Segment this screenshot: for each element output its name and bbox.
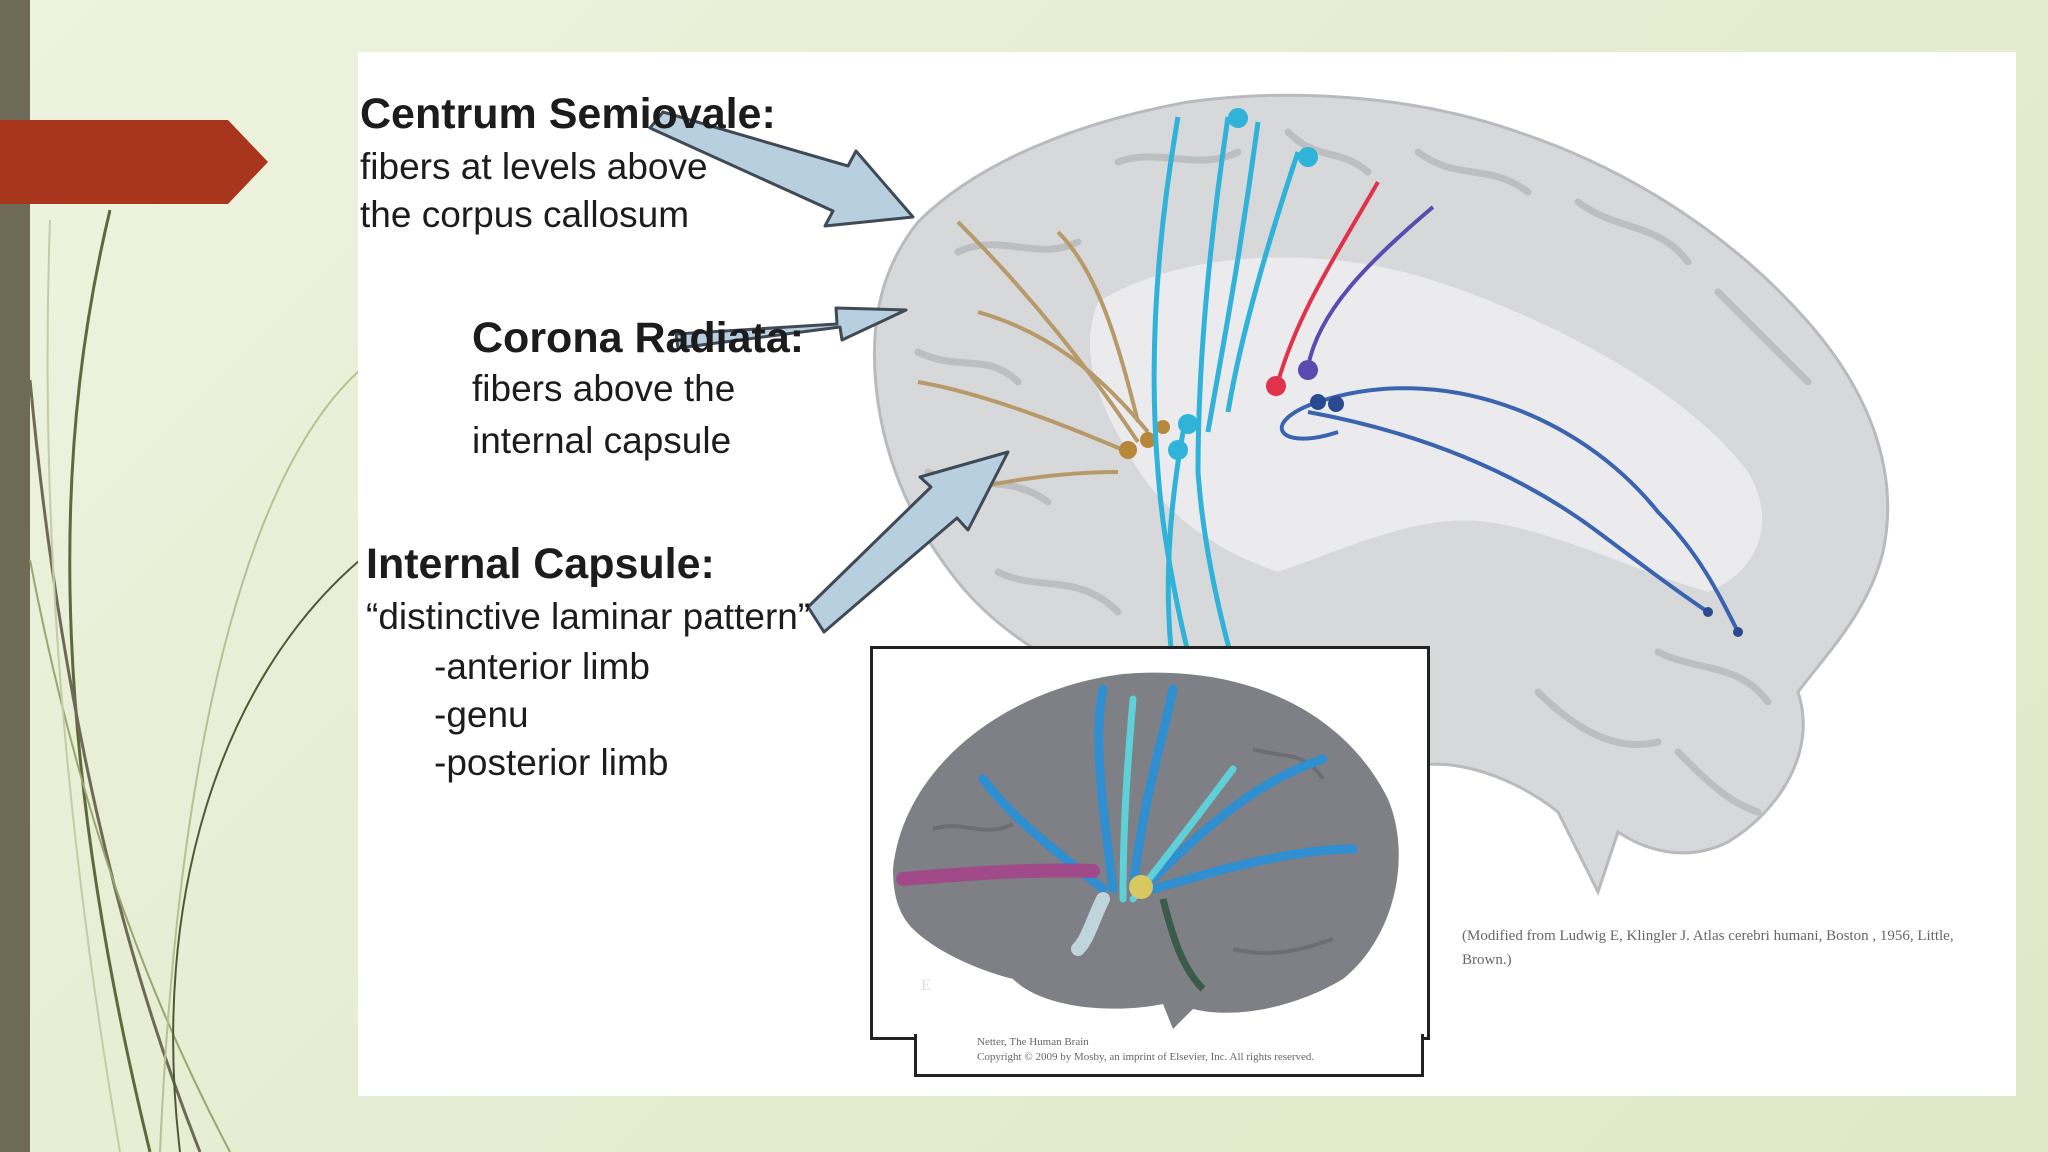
inset-panel-letter: E (921, 977, 931, 994)
source-citation: (Modified from Ludwig E, Klingler J. Atl… (1462, 928, 1954, 968)
centrum-line-2: the corpus callosum (360, 194, 690, 235)
temporal-fiber-nodes (1310, 394, 1743, 637)
purple-fiber (1306, 205, 1435, 368)
internal-capsule-arrow (806, 450, 1010, 634)
white-matter-core (1089, 257, 1763, 592)
corona-arrow (674, 306, 908, 350)
projection-fiber-nodes (1168, 108, 1318, 460)
centrum-line-1: fibers at levels above (360, 146, 708, 187)
white-matter-figure: Centrum Semiovale: fibers at levels abov… (358, 52, 2016, 1096)
tractography-inset: E (870, 646, 1430, 1040)
temporal-fibers (1279, 386, 1740, 633)
centrum-title: Centrum Semiovale: (360, 90, 776, 138)
corona-title: Corona Radiata: (472, 314, 805, 362)
inset-caption-box: Netter, The Human Brain Copyright © 2009… (914, 1034, 1424, 1077)
tractography-image (893, 672, 1399, 1029)
corona-line-2: internal capsule (472, 420, 732, 461)
corona-line-1: fibers above the (472, 368, 736, 409)
inset-caption-line-1: Netter, The Human Brain (977, 1036, 1089, 1048)
internal-capsule-line-3: -genu (434, 694, 529, 735)
internal-capsule-line-4: -posterior limb (434, 742, 669, 783)
title-marker-arrow (0, 120, 268, 204)
inset-caption-line-2: Copyright © 2009 by Mosby, an imprint of… (977, 1051, 1315, 1063)
internal-capsule-line-1: “distinctive laminar pattern” (366, 596, 811, 637)
internal-capsule-line-2: -anterior limb (434, 646, 650, 687)
internal-capsule-title: Internal Capsule: (366, 540, 715, 588)
centrum-arrow (648, 110, 915, 228)
frontal-fiber-nodes (1119, 420, 1170, 459)
red-fiber (1276, 181, 1380, 383)
decorative-swoosh-lines (28, 209, 361, 1152)
